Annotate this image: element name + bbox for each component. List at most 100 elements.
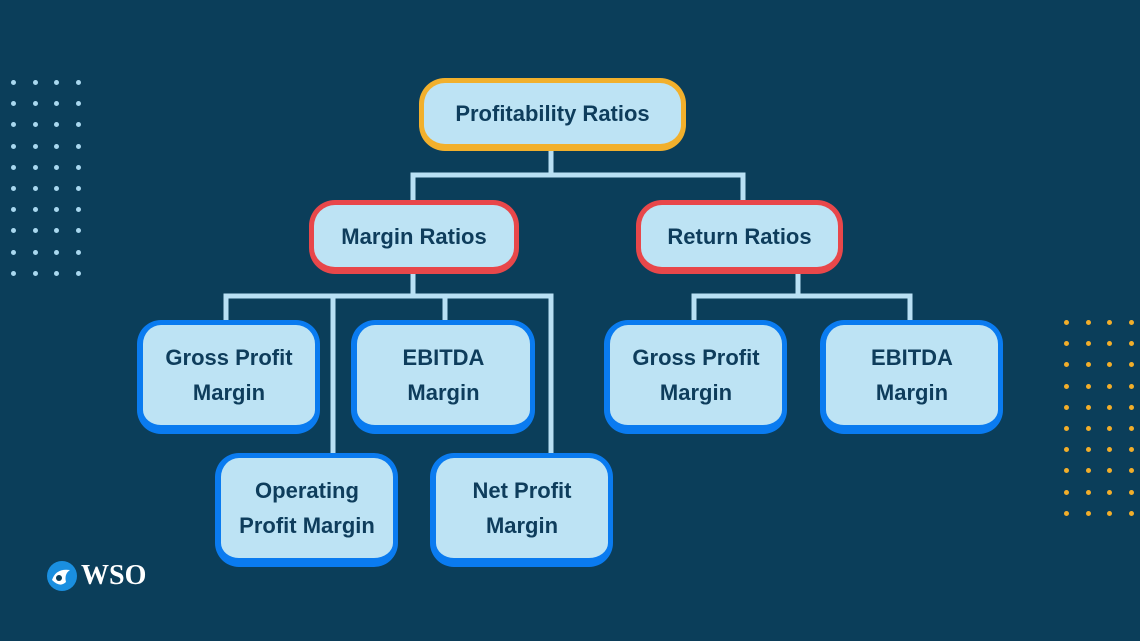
dot <box>75 101 81 107</box>
dot <box>54 80 59 85</box>
dot <box>1107 447 1112 453</box>
dot <box>75 122 81 128</box>
dot <box>1064 404 1069 410</box>
dot <box>75 80 81 85</box>
dot <box>11 164 16 170</box>
node-label: Margin Ratios <box>341 223 487 249</box>
dot <box>1128 447 1134 453</box>
dot <box>1085 362 1091 368</box>
dot <box>1128 510 1134 516</box>
dot <box>1085 425 1091 431</box>
dot <box>75 207 81 213</box>
node-label: Gross Profit Margin <box>165 345 293 405</box>
dot <box>1107 489 1112 495</box>
logo-text: WSO <box>81 560 147 591</box>
dot <box>1128 489 1134 495</box>
dot <box>54 101 59 107</box>
dot <box>54 164 59 170</box>
dot <box>75 228 81 234</box>
dot <box>75 164 81 170</box>
dot <box>1085 383 1091 389</box>
dot <box>1085 341 1091 347</box>
dot <box>11 207 16 213</box>
node-label: Operating Profit Margin <box>239 478 375 538</box>
node-label: Return Ratios <box>667 223 812 249</box>
dot <box>1128 320 1134 325</box>
dot <box>1128 362 1134 368</box>
dot <box>32 164 38 170</box>
dot <box>1085 447 1091 453</box>
dot <box>1128 425 1134 431</box>
dot <box>1107 468 1112 474</box>
dot <box>1085 468 1091 474</box>
dot <box>32 122 38 128</box>
dot <box>32 101 38 107</box>
node-profitability-ratios: Profitability Ratios <box>419 78 686 151</box>
dot <box>1085 404 1091 410</box>
dot <box>11 185 16 191</box>
dot <box>1107 404 1112 410</box>
dot <box>32 80 38 85</box>
dot <box>32 207 38 213</box>
dot <box>11 101 16 107</box>
dot <box>1107 510 1112 516</box>
dot <box>54 122 59 128</box>
connector-return <box>691 270 913 325</box>
node-ebitda-margin: EBITDA Margin <box>351 320 535 434</box>
wso-globe-icon <box>47 561 77 591</box>
node-label: Gross Profit Margin <box>632 345 760 405</box>
dot <box>1064 447 1069 453</box>
dot <box>11 249 16 255</box>
dot <box>32 270 38 276</box>
node-gross-profit-margin: Gross Profit Margin <box>137 320 320 434</box>
node-operating-profit-margin: Operating Profit Margin <box>215 453 398 567</box>
connector-root <box>410 147 746 203</box>
decorative-dots-right <box>1064 320 1135 516</box>
node-label: EBITDA Margin <box>402 345 485 405</box>
dot <box>1064 425 1069 431</box>
dot <box>1064 489 1069 495</box>
dot <box>54 185 59 191</box>
dot <box>1128 383 1134 389</box>
dot <box>1107 320 1112 325</box>
decorative-dots-left <box>11 80 82 276</box>
node-label: Net Profit Margin <box>472 478 572 538</box>
node-label: EBITDA Margin <box>871 345 953 405</box>
dot <box>1085 320 1091 325</box>
dot <box>11 270 16 276</box>
dot <box>54 143 59 149</box>
dot <box>75 270 81 276</box>
node-return-gross-profit-margin: Gross Profit Margin <box>604 320 787 434</box>
dot <box>1064 468 1069 474</box>
connector-margin <box>223 270 554 458</box>
dot <box>1064 383 1069 389</box>
dot <box>1128 404 1134 410</box>
dot <box>1107 362 1112 368</box>
dot <box>1128 468 1134 474</box>
dot <box>75 185 81 191</box>
dot <box>32 185 38 191</box>
node-label: Profitability Ratios <box>455 101 650 126</box>
dot <box>11 143 16 149</box>
dot <box>1128 341 1134 347</box>
dot <box>11 122 16 128</box>
dot <box>11 228 16 234</box>
dot <box>1085 489 1091 495</box>
dot <box>1064 510 1069 516</box>
dot <box>54 270 59 276</box>
node-return-ratios: Return Ratios <box>636 200 843 274</box>
dot <box>11 80 16 85</box>
dot <box>1064 320 1069 325</box>
dot <box>1107 383 1112 389</box>
dot <box>32 249 38 255</box>
dot <box>1107 341 1112 347</box>
dot <box>32 143 38 149</box>
dot <box>75 249 81 255</box>
node-margin-ratios: Margin Ratios <box>309 200 519 274</box>
dot <box>54 207 59 213</box>
dot <box>1064 341 1069 347</box>
dot <box>32 228 38 234</box>
dot <box>54 228 59 234</box>
node-return-ebitda-margin: EBITDA Margin <box>820 320 1003 434</box>
